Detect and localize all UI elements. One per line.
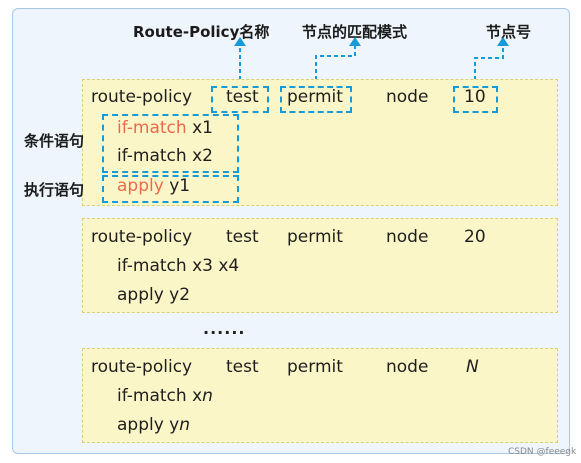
node-match-mode-label: 节点的匹配模式 xyxy=(302,23,408,41)
arrowhead-policy-name xyxy=(234,37,246,46)
route-policy-node-block-n xyxy=(82,348,558,443)
if-match-value: x1 xyxy=(192,118,213,138)
block2-node-number: 20 xyxy=(464,227,486,247)
block2-match-mode: permit xyxy=(287,227,343,247)
block1-node-keyword: node xyxy=(386,87,429,107)
block1-match-mode: permit xyxy=(287,87,343,107)
blockn-node-keyword: node xyxy=(386,357,429,377)
block2-apply: apply y2 xyxy=(117,285,191,305)
blockn-keyword: route-policy xyxy=(91,357,193,377)
blockn-match-mode: permit xyxy=(287,357,343,377)
ellipsis: ...... xyxy=(203,319,246,338)
block2-if-match: if-match x3 x4 xyxy=(117,256,240,276)
apply-prefix: apply y xyxy=(117,415,180,435)
block2-policy-name: test xyxy=(226,227,259,247)
blockn-policy-name: test xyxy=(226,357,259,377)
block1-keyword: route-policy xyxy=(91,87,193,107)
route-policy-node-block-20 xyxy=(82,218,558,313)
node-number-callout xyxy=(453,86,498,113)
block1-policy-name: test xyxy=(226,87,259,107)
action-statement-callout xyxy=(102,175,239,203)
node-number-label: 节点号 xyxy=(486,23,532,41)
connector-match-mode xyxy=(315,44,356,87)
block1-if-match-1: if-match x1 xyxy=(117,118,213,138)
route-policy-node-block-10 xyxy=(82,79,558,206)
block1-if-match-2: if-match x2 xyxy=(117,146,213,166)
match-mode-callout xyxy=(280,86,352,113)
apply-keyword: apply xyxy=(117,176,164,196)
watermark: CSDN @feeegk xyxy=(508,447,577,457)
route-policy-name-label: Route-Policy名称 xyxy=(133,23,270,41)
arrowhead-match-mode xyxy=(349,37,361,46)
block1-node-number: 10 xyxy=(464,87,486,107)
if-match-variable: n xyxy=(202,386,213,406)
condition-statement-label: 条件语句 xyxy=(24,132,85,150)
block1-apply: apply y1 xyxy=(117,176,190,196)
blockn-apply: apply yn xyxy=(117,415,190,435)
condition-statement-callout xyxy=(102,114,239,173)
if-match-prefix: if-match x xyxy=(117,386,203,406)
policy-name-callout xyxy=(211,86,269,113)
arrowhead-node-number xyxy=(497,37,509,46)
block2-node-keyword: node xyxy=(386,227,429,247)
blockn-node-number: N xyxy=(466,357,479,377)
connector-node-number xyxy=(474,44,504,87)
action-statement-label: 执行语句 xyxy=(24,181,85,199)
if-match-keyword: if-match xyxy=(117,118,187,138)
blockn-if-match: if-match xn xyxy=(117,386,213,406)
block2-keyword: route-policy xyxy=(91,227,193,247)
apply-value: y1 xyxy=(169,176,191,196)
apply-variable: n xyxy=(179,415,191,435)
